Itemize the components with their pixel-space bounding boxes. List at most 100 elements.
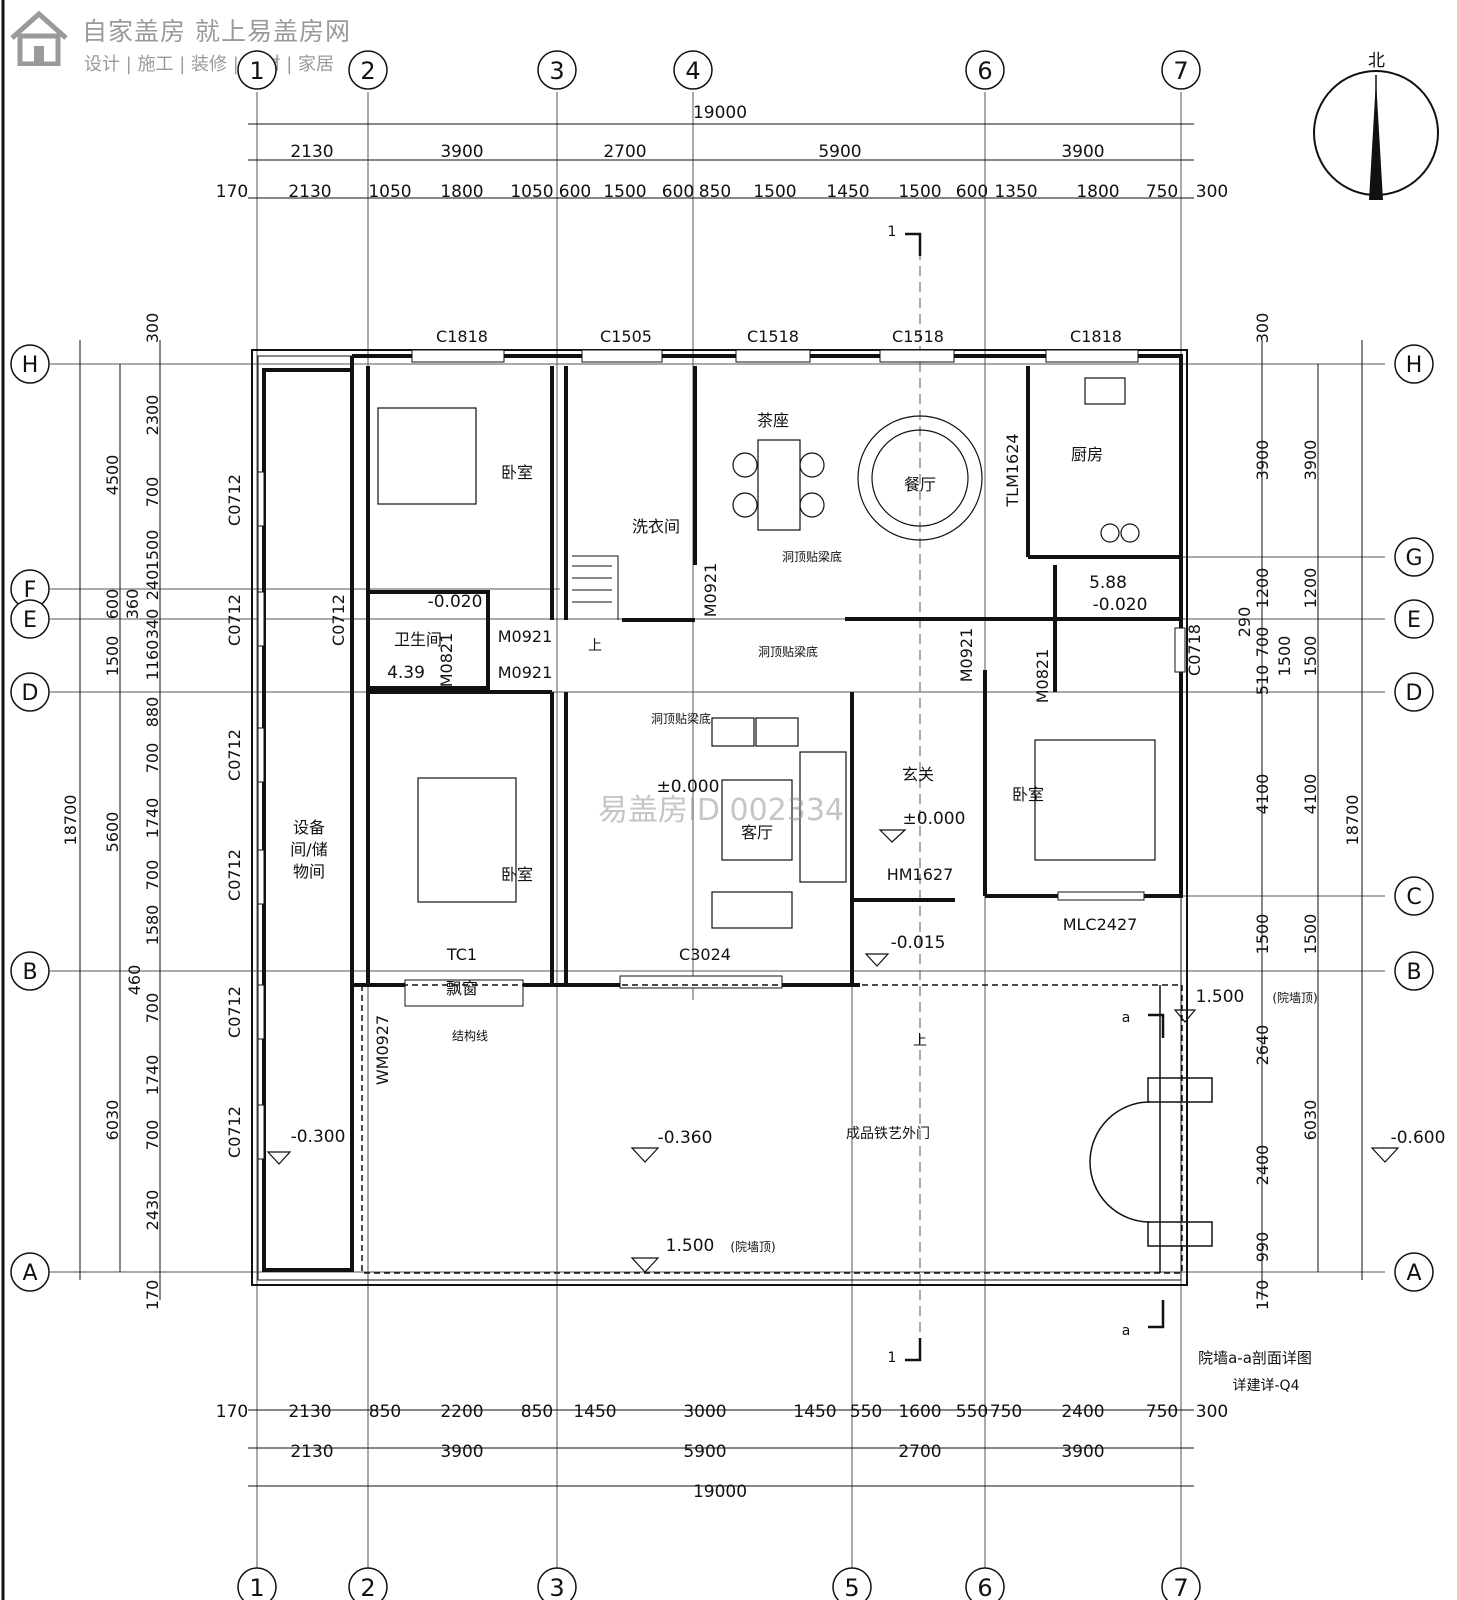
dim-bot-d1: 2130 (288, 1402, 331, 1422)
dim-right-axis-1: 3900 (1301, 440, 1320, 481)
dim-top-d13: 1350 (994, 182, 1037, 202)
note-stair-up: 上 (588, 638, 602, 654)
axis-col-4: 4 (685, 57, 700, 85)
brand-title: 自家盖房 就上易盖房网 (82, 17, 351, 46)
room-foyer: 玄关 (902, 765, 934, 784)
dim-top-d8: 850 (699, 182, 731, 202)
window-tc1: TC1 (446, 945, 477, 964)
window-c3024: C3024 (679, 945, 731, 964)
axis-row-E: E (23, 608, 37, 633)
level-porch: -0.015 (891, 933, 946, 953)
axis-col-3: 3 (549, 57, 564, 85)
dim-left-axis-1: 4500 (103, 455, 122, 496)
dim-left-d0: 300 (143, 313, 162, 344)
dim-bot-d2: 850 (369, 1402, 401, 1422)
dim-right-d6: 1500 (1275, 636, 1294, 677)
dim-right-d10: 2400 (1253, 1145, 1272, 1186)
window-c1518-a: C1518 (747, 327, 799, 346)
level-outside: -0.600 (1391, 1128, 1446, 1148)
dim-left-axis-2: 600 (103, 589, 122, 620)
dim-bot-d6: 3000 (683, 1402, 726, 1422)
note-section-a-bottom: a (1122, 1323, 1131, 1339)
dim-top-d0: 170 (216, 182, 248, 202)
dim-bot-axis-3: 5900 (683, 1442, 726, 1462)
window-c0712-3: C0712 (225, 729, 244, 781)
dim-right-axis-4: 4100 (1301, 774, 1320, 815)
dim-top-d5: 600 (559, 182, 591, 202)
dim-left-d10: 1740 (143, 798, 162, 839)
dim-bot-d8: 550 (850, 1402, 882, 1422)
room-kitchen: 厨房 (1071, 445, 1103, 464)
axis-row-G-right: G (1405, 546, 1422, 571)
door-m0921-c: M0921 (701, 563, 720, 618)
axis-col-6: 6 (977, 57, 992, 85)
axis-row-F: F (24, 578, 37, 603)
dim-left-d18: 170 (143, 1280, 162, 1311)
dim-top-d14: 1800 (1076, 182, 1119, 202)
dim-top-axis-4: 5900 (818, 142, 861, 162)
dim-left-d11: 700 (143, 860, 162, 891)
dim-bot-d3: 2200 (440, 1402, 483, 1422)
axis-col-3-bottom: 3 (549, 1574, 564, 1600)
level-foyer: ±0.000 (903, 809, 966, 829)
north-label: 北 (1368, 51, 1385, 71)
level-living: ±0.000 (657, 777, 720, 797)
dim-right-d0: 300 (1253, 313, 1272, 344)
dim-top-d7: 600 (662, 182, 694, 202)
axis-row-H: H (22, 353, 39, 378)
axis-row-A: A (22, 1261, 37, 1286)
watermark: 易盖房ID 002334 (598, 793, 845, 828)
dim-right-d1: 3900 (1253, 440, 1272, 481)
note-detail-ref: 详建详-Q4 (1233, 1378, 1300, 1394)
note-beam-2: 洞顶贴梁底 (758, 644, 818, 659)
dim-bot-d14: 300 (1196, 1402, 1228, 1422)
dim-right-d8: 1500 (1253, 914, 1272, 955)
level-court-wall-bottom: 1.500 (666, 1236, 715, 1256)
axis-col-7: 7 (1173, 57, 1188, 85)
room-bedroom-nw: 卧室 (501, 463, 533, 482)
axis-row-D-right: D (1406, 681, 1423, 706)
note-section-ref: 院墙a-a剖面详图 (1198, 1349, 1312, 1367)
dim-left-d5: 360 (123, 589, 142, 620)
level-storage: -0.300 (291, 1127, 346, 1147)
dim-left-d2: 700 (143, 477, 162, 508)
axis-row-H-right: H (1406, 353, 1423, 378)
window-c0712-6: C0712 (225, 1106, 244, 1158)
note-structure: 结构线 (452, 1028, 488, 1043)
level-bath: -0.020 (428, 592, 483, 612)
axis-col-2: 2 (360, 57, 375, 85)
axis-row-C-right: C (1406, 885, 1421, 910)
dim-top-total: 19000 (693, 103, 747, 123)
window-c0712-4: C0712 (225, 849, 244, 901)
dim-left-d1: 2300 (143, 395, 162, 436)
door-hm1627: HM1627 (887, 865, 954, 884)
door-m0821-a: M0821 (437, 633, 456, 688)
room-bathroom: 卫生间 (394, 630, 442, 649)
note-section-mark-bottom: 1 (888, 1350, 897, 1366)
dim-bot-d9: 1600 (898, 1402, 941, 1422)
dim-left-axis-5: 6030 (103, 1100, 122, 1141)
note-entry-up: 上 (913, 1033, 927, 1049)
window-c0712-2: C0712 (225, 594, 244, 646)
note-gate: 成品铁艺外门 (846, 1126, 930, 1142)
north-arrow-icon: 北 (1313, 51, 1439, 200)
room-tea: 茶座 (757, 411, 789, 430)
dim-left-d12: 1580 (143, 905, 162, 946)
dim-top-d4: 1050 (510, 182, 553, 202)
room-storage-2: 间/储 (290, 840, 327, 859)
dim-bot-axis-1: 2130 (290, 1442, 333, 1462)
level-court-wall-top: 1.500 (1196, 987, 1245, 1007)
axis-row-B: B (22, 960, 37, 985)
axis-col-2-bottom: 2 (360, 1574, 375, 1600)
dim-right-axis-6: 6030 (1301, 1100, 1320, 1141)
dim-left-d16: 700 (143, 1120, 162, 1151)
dim-right-axis-5: 1500 (1301, 914, 1320, 955)
room-bay-window: 飘窗 (446, 979, 478, 998)
room-bedroom-sw: 卧室 (501, 865, 533, 884)
dim-top-d12: 600 (956, 182, 988, 202)
dim-left-axis-4: 5600 (103, 812, 122, 853)
dim-left-d15: 1740 (143, 1055, 162, 1096)
room-bedroom-se: 卧室 (1012, 785, 1044, 804)
door-m0821-b: M0821 (1033, 649, 1052, 704)
axis-col-6-bottom: 6 (977, 1574, 992, 1600)
